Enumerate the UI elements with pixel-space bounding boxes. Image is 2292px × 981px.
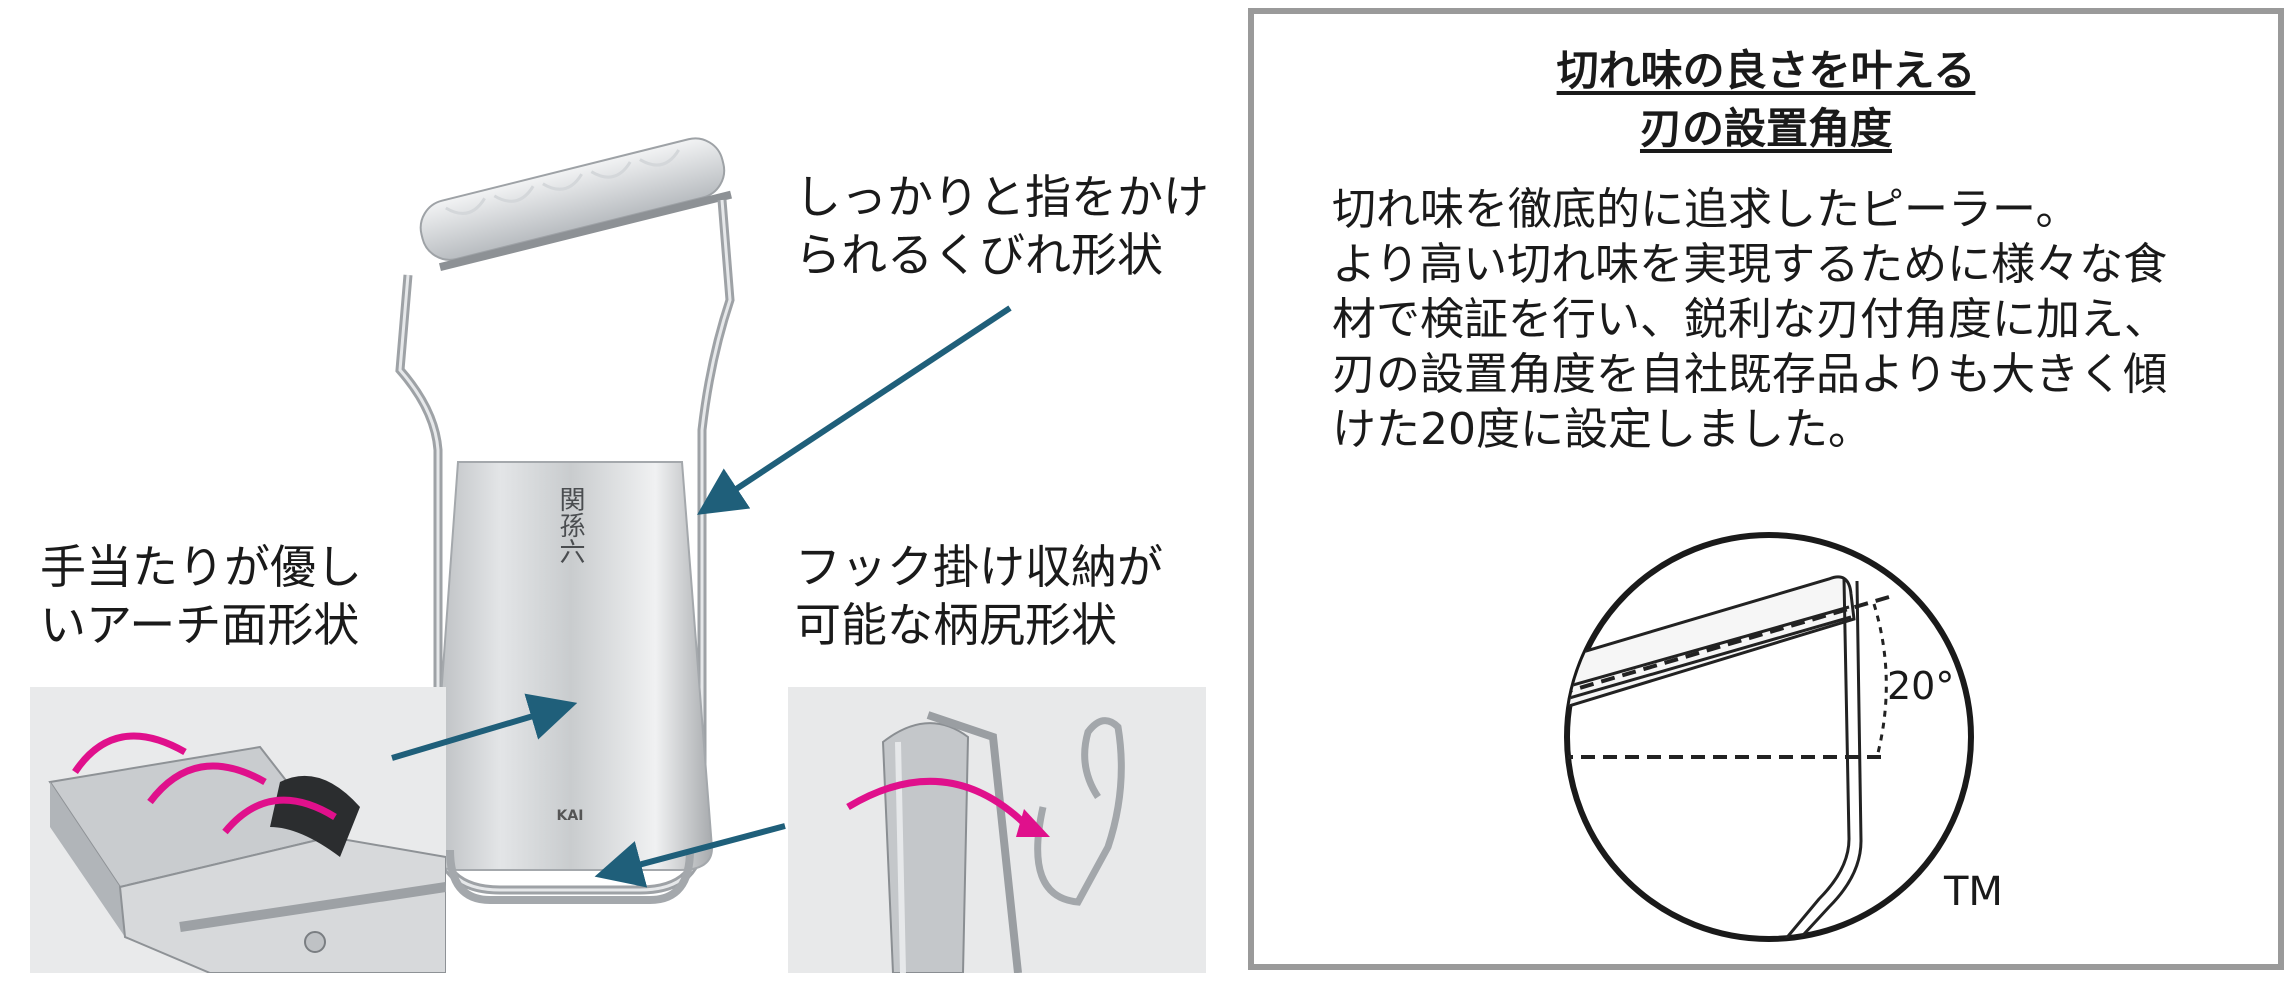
blade-angle-diagram: 20° bbox=[1564, 532, 1974, 942]
brand-mark: 関孫六 bbox=[555, 486, 585, 564]
info-title-line2: 刃の設置角度 bbox=[1639, 104, 1892, 153]
angle-label: 20° bbox=[1887, 664, 1954, 708]
callout-arch-text: 手当たりが優し いアーチ面形状 bbox=[40, 538, 362, 654]
info-title-line1: 切れ味の良さを叶える bbox=[1556, 46, 1976, 95]
info-body-line: 刃の設置角度を自社既存品よりも大きく傾 bbox=[1332, 349, 2168, 400]
peeler-product-image: 関孫六 KAI bbox=[395, 137, 735, 904]
callout-grip-line2: られるくびれ形状 bbox=[795, 228, 1163, 282]
callout-hook-line1: フック掛け収納が bbox=[795, 540, 1163, 594]
info-body: 切れ味を徹底的に追求したピーラー。 より高い切れ味を実現するために様々な食 材で… bbox=[1332, 182, 2168, 457]
arch-detail-photo bbox=[30, 687, 446, 973]
info-body-line: けた20度に設定しました。 bbox=[1332, 404, 1872, 455]
hook-detail-photo bbox=[788, 687, 1206, 973]
blade-angle-info-box: 切れ味の良さを叶える 刃の設置角度 切れ味を徹底的に追求したピーラー。 より高い… bbox=[1248, 8, 2284, 970]
arrow-arch bbox=[391, 693, 578, 761]
callout-arch-line1: 手当たりが優し bbox=[40, 540, 362, 594]
info-body-line: 切れ味を徹底的に追求したピーラー。 bbox=[1332, 184, 2080, 235]
callout-arrows bbox=[391, 305, 1012, 888]
maker-mark: KAI bbox=[557, 808, 584, 824]
callout-grip-text: しっかりと指をかけ られるくびれ形状 bbox=[795, 168, 1209, 284]
callout-grip-line1: しっかりと指をかけ bbox=[795, 170, 1209, 224]
arrow-grip bbox=[696, 305, 1012, 515]
callout-arch-line2: いアーチ面形状 bbox=[40, 598, 360, 652]
callout-hook-text: フック掛け収納が 可能な柄尻形状 bbox=[795, 538, 1163, 654]
callout-hook-line2: 可能な柄尻形状 bbox=[795, 598, 1117, 652]
info-body-line: より高い切れ味を実現するために様々な食 bbox=[1332, 239, 2168, 290]
info-body-line: 材で検証を行い、鋭利な刃付角度に加え、 bbox=[1332, 294, 2168, 345]
trademark-label: TM bbox=[1944, 869, 2003, 915]
arrow-hook bbox=[594, 823, 786, 888]
